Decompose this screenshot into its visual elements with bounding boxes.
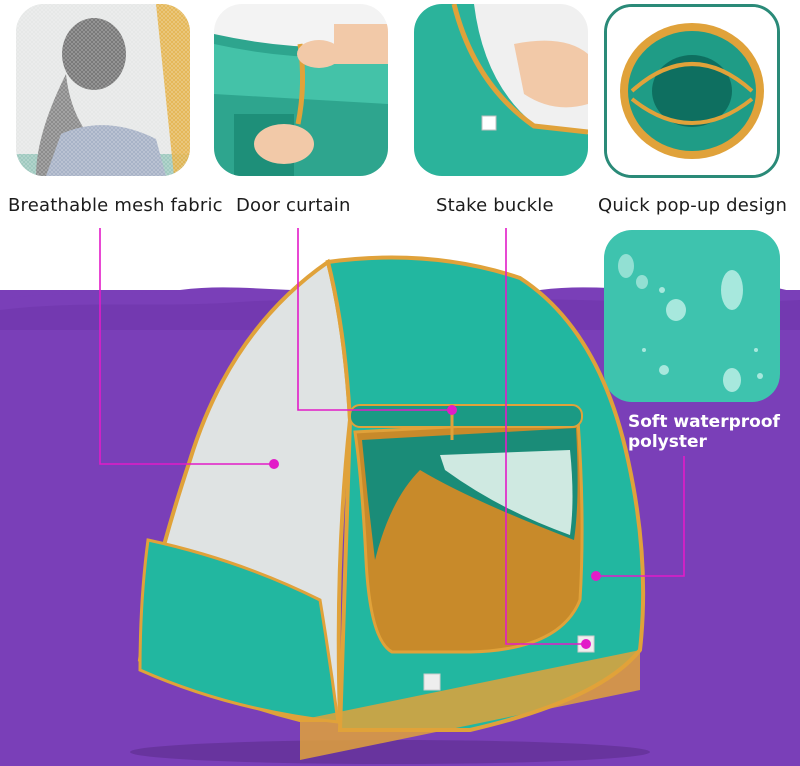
- waterproof-label-line2: polyster: [628, 432, 707, 452]
- mesh-fabric-label: Breathable mesh fabric: [8, 195, 223, 216]
- door-callout-line: [297, 228, 450, 411]
- waterproof-callout-line: [596, 456, 685, 577]
- mesh-callout-line: [99, 228, 270, 465]
- door-curtain-label: Door curtain: [236, 195, 351, 216]
- waterproof-callout-dot: [591, 571, 601, 581]
- stake-callout-line: [505, 228, 584, 645]
- stake-buckle-thumbnail: [414, 4, 588, 176]
- popup-design-label: Quick pop-up design: [598, 195, 788, 216]
- popup-design-thumbnail: [604, 4, 780, 178]
- door-curtain-thumbnail: [214, 4, 388, 176]
- rolled-door-curtain: [349, 404, 583, 428]
- door-callout-dot: [447, 405, 457, 415]
- stake-buckle-label: Stake buckle: [436, 195, 554, 216]
- waterproof-fabric-thumbnail: [604, 230, 780, 402]
- mesh-fabric-thumbnail: [16, 4, 190, 176]
- mesh-callout-dot: [269, 459, 279, 469]
- stake-patch-side: [423, 673, 441, 691]
- stake-callout-dot: [581, 639, 591, 649]
- waterproof-label: Soft waterproof polyster: [628, 412, 780, 452]
- waterproof-label-line1: Soft waterproof: [628, 412, 780, 432]
